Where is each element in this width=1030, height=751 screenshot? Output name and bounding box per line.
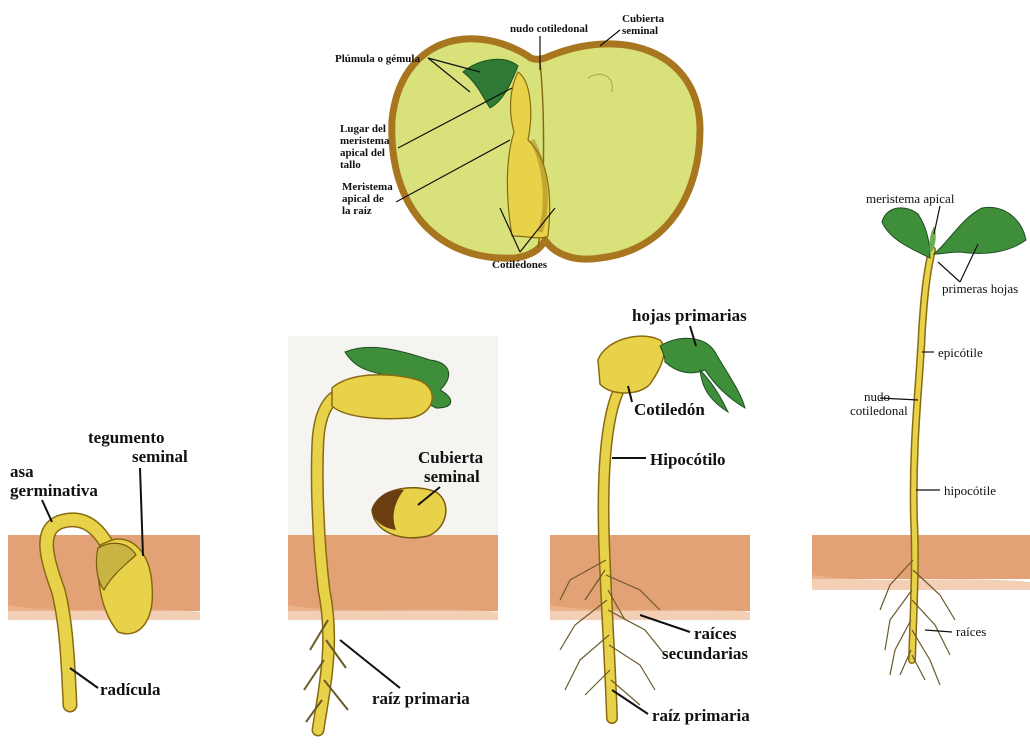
label-cubierta-s2-2: seminal xyxy=(424,467,480,486)
label-nudo-1: nudo xyxy=(864,389,890,404)
label-lugar-1: Lugar del xyxy=(340,123,386,135)
label-cotiledones: Cotilédones xyxy=(492,259,548,271)
label-nudo-2: cotiledonal xyxy=(850,403,908,418)
label-asa-2: germinativa xyxy=(10,481,98,500)
label-raices-s3-2: secundarias xyxy=(662,644,748,663)
stage-4 xyxy=(812,207,1030,685)
label-hojas-primarias: hojas primarias xyxy=(632,306,747,325)
label-lugar-4: tallo xyxy=(340,159,361,171)
label-meristema-apical: meristema apical xyxy=(866,191,955,206)
cotyledon-3 xyxy=(598,336,664,393)
label-nudo-cotiledonal: nudo cotiledonal xyxy=(510,23,588,35)
label-tegumento-2: seminal xyxy=(132,447,188,466)
label-hipocotile: hipocótile xyxy=(944,483,996,498)
label-radicula: radícula xyxy=(100,680,161,699)
label-hipocotilo: Hipocótilo xyxy=(650,450,726,469)
label-cotiledon: Cotiledón xyxy=(634,400,705,419)
label-lugar-2: meristema xyxy=(340,135,390,147)
leaf-left-4 xyxy=(882,208,930,258)
label-raices-s3-1: raíces xyxy=(694,624,737,643)
seed-section xyxy=(392,39,700,259)
label-tegumento-1: tegumento xyxy=(88,428,164,447)
label-plumula: Plúmula o gémula xyxy=(335,53,420,65)
label-meristema-2: apical de xyxy=(342,193,384,205)
label-epicotile: epicótile xyxy=(938,345,983,360)
leaf-right-4 xyxy=(934,207,1026,254)
label-cubierta-2: seminal xyxy=(622,25,658,37)
label-cubierta-s2-1: Cubierta xyxy=(418,448,484,467)
stage-1 xyxy=(8,520,200,705)
label-meristema-1: Meristema xyxy=(342,181,393,193)
label-primeras-hojas: primeras hojas xyxy=(942,281,1018,296)
cotyledon-2 xyxy=(332,375,432,419)
label-meristema-3: la raíz xyxy=(342,205,372,217)
stage-2 xyxy=(288,336,498,730)
label-lugar-3: apical del xyxy=(340,147,385,159)
label-raices-s4: raíces xyxy=(956,624,986,639)
soil-4 xyxy=(812,535,1030,579)
label-raiz-primaria-s2: raíz primaria xyxy=(372,689,470,708)
stem-4-fill xyxy=(912,250,932,660)
label-raiz-primaria-s3: raíz primaria xyxy=(652,706,750,725)
label-asa-1: asa xyxy=(10,462,34,481)
label-cubierta-1: Cubierta xyxy=(622,13,665,25)
